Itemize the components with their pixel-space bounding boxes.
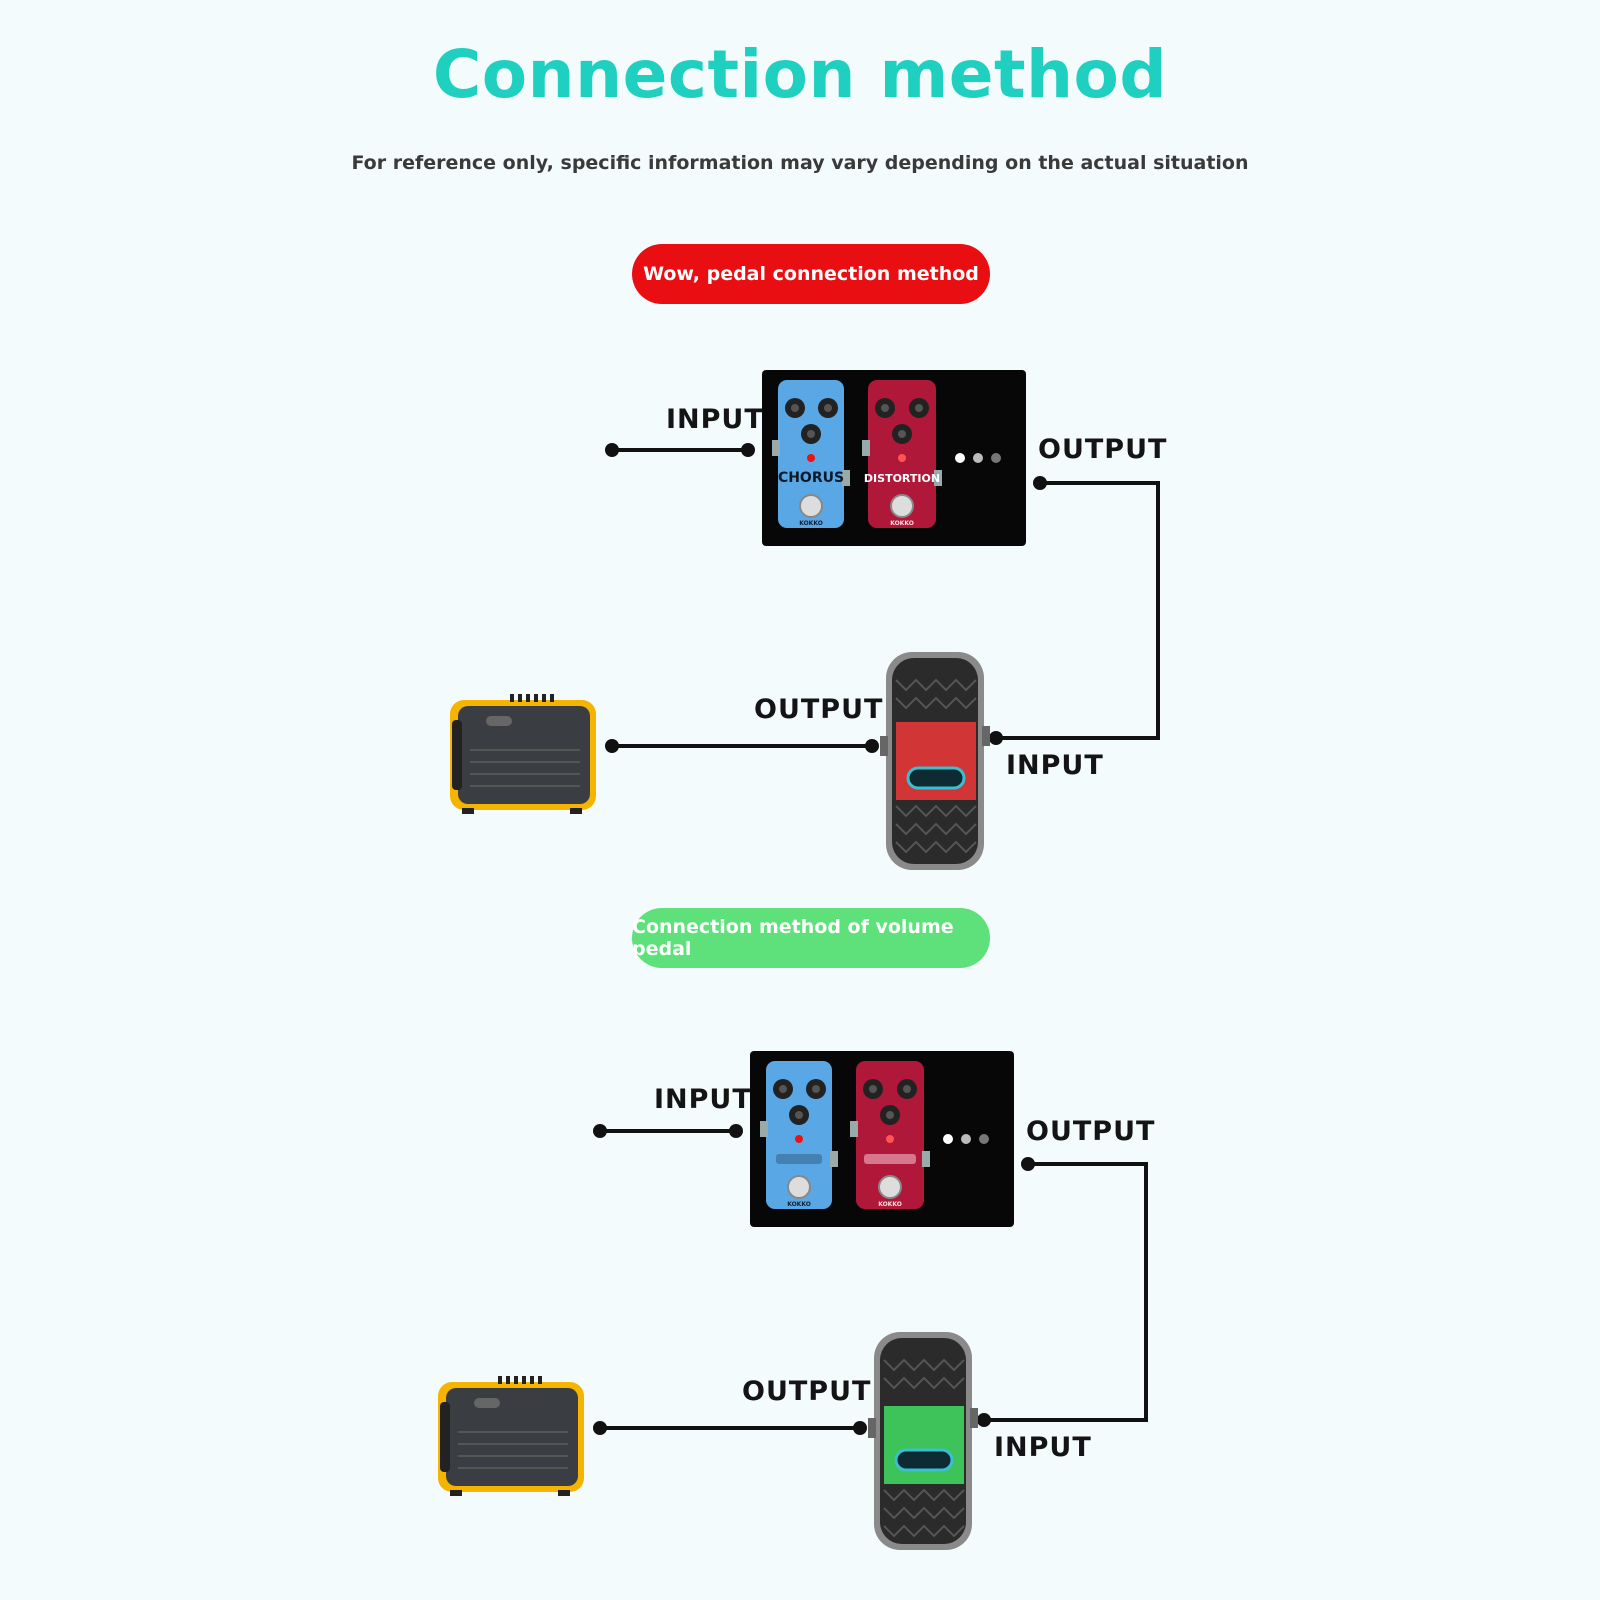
- wah-pedal: [880, 652, 990, 870]
- cables: [612, 448, 1160, 748]
- pedal-input-label: INPUT: [1006, 750, 1104, 781]
- wah-pedal-diagram: CHORUS KOKKO DISTORTION KOKKO: [0, 360, 1600, 920]
- red-brand: KOKKO: [878, 1201, 902, 1208]
- distortion-pedal-label: DISTORTION: [864, 472, 940, 485]
- cable-endpoints: [593, 1124, 1035, 1435]
- distortion-brand: KOKKO: [890, 520, 914, 527]
- blue-pedal: KOKKO: [760, 1061, 838, 1209]
- volume-pedal-diagram: KOKKO KOKKO: [0, 1040, 1600, 1600]
- volume-pedal: [868, 1332, 978, 1550]
- cables: [600, 1129, 1148, 1430]
- effects-board: KOKKO KOKKO: [750, 1051, 1014, 1227]
- chorus-pedal-label: CHORUS: [778, 470, 844, 486]
- pedal-led-window: [906, 766, 966, 790]
- pedal-output-label: OUTPUT: [754, 694, 884, 725]
- section2-badge: Connection method of volume pedal: [632, 908, 990, 968]
- volume-diagram-graphics: KOKKO KOKKO: [438, 1051, 1148, 1550]
- effects-input-label: INPUT: [654, 1084, 752, 1115]
- cable-endpoints: [605, 443, 1047, 753]
- effects-to-pedal-cable: [996, 481, 1160, 740]
- amplifier: [450, 694, 596, 814]
- pedal-grip-texture: [883, 1358, 965, 1538]
- amplifier: [438, 1376, 584, 1496]
- more-pedals-dots: [943, 1134, 989, 1144]
- section1-badge: Wow, pedal connection method: [632, 244, 990, 304]
- chorus-brand: KOKKO: [799, 520, 823, 527]
- distortion-pedal: DISTORTION KOKKO: [862, 380, 942, 528]
- pedal-output-label: OUTPUT: [742, 1376, 872, 1407]
- page-subtitle: For reference only, specific information…: [351, 152, 1249, 174]
- chorus-pedal: CHORUS KOKKO: [772, 380, 850, 528]
- effects-output-label: OUTPUT: [1026, 1116, 1156, 1147]
- blue-brand: KOKKO: [787, 1201, 811, 1208]
- red-pedal: KOKKO: [850, 1061, 930, 1209]
- blurred-label: [864, 1154, 916, 1164]
- pedal-input-label: INPUT: [994, 1432, 1092, 1463]
- pedal-grip-texture: [895, 678, 977, 854]
- effects-board: CHORUS KOKKO DISTORTION KOKKO: [762, 370, 1026, 546]
- effects-output-label: OUTPUT: [1038, 434, 1168, 465]
- effects-to-pedal-cable: [984, 1162, 1148, 1422]
- wah-diagram-graphics: CHORUS KOKKO DISTORTION KOKKO: [450, 370, 1160, 870]
- pedal-colored-panel: [884, 1406, 964, 1484]
- page-title: Connection method: [432, 36, 1168, 113]
- more-pedals-dots: [955, 453, 1001, 463]
- pedal-led-window: [894, 1448, 954, 1472]
- blurred-label: [776, 1154, 822, 1164]
- effects-input-label: INPUT: [666, 404, 764, 435]
